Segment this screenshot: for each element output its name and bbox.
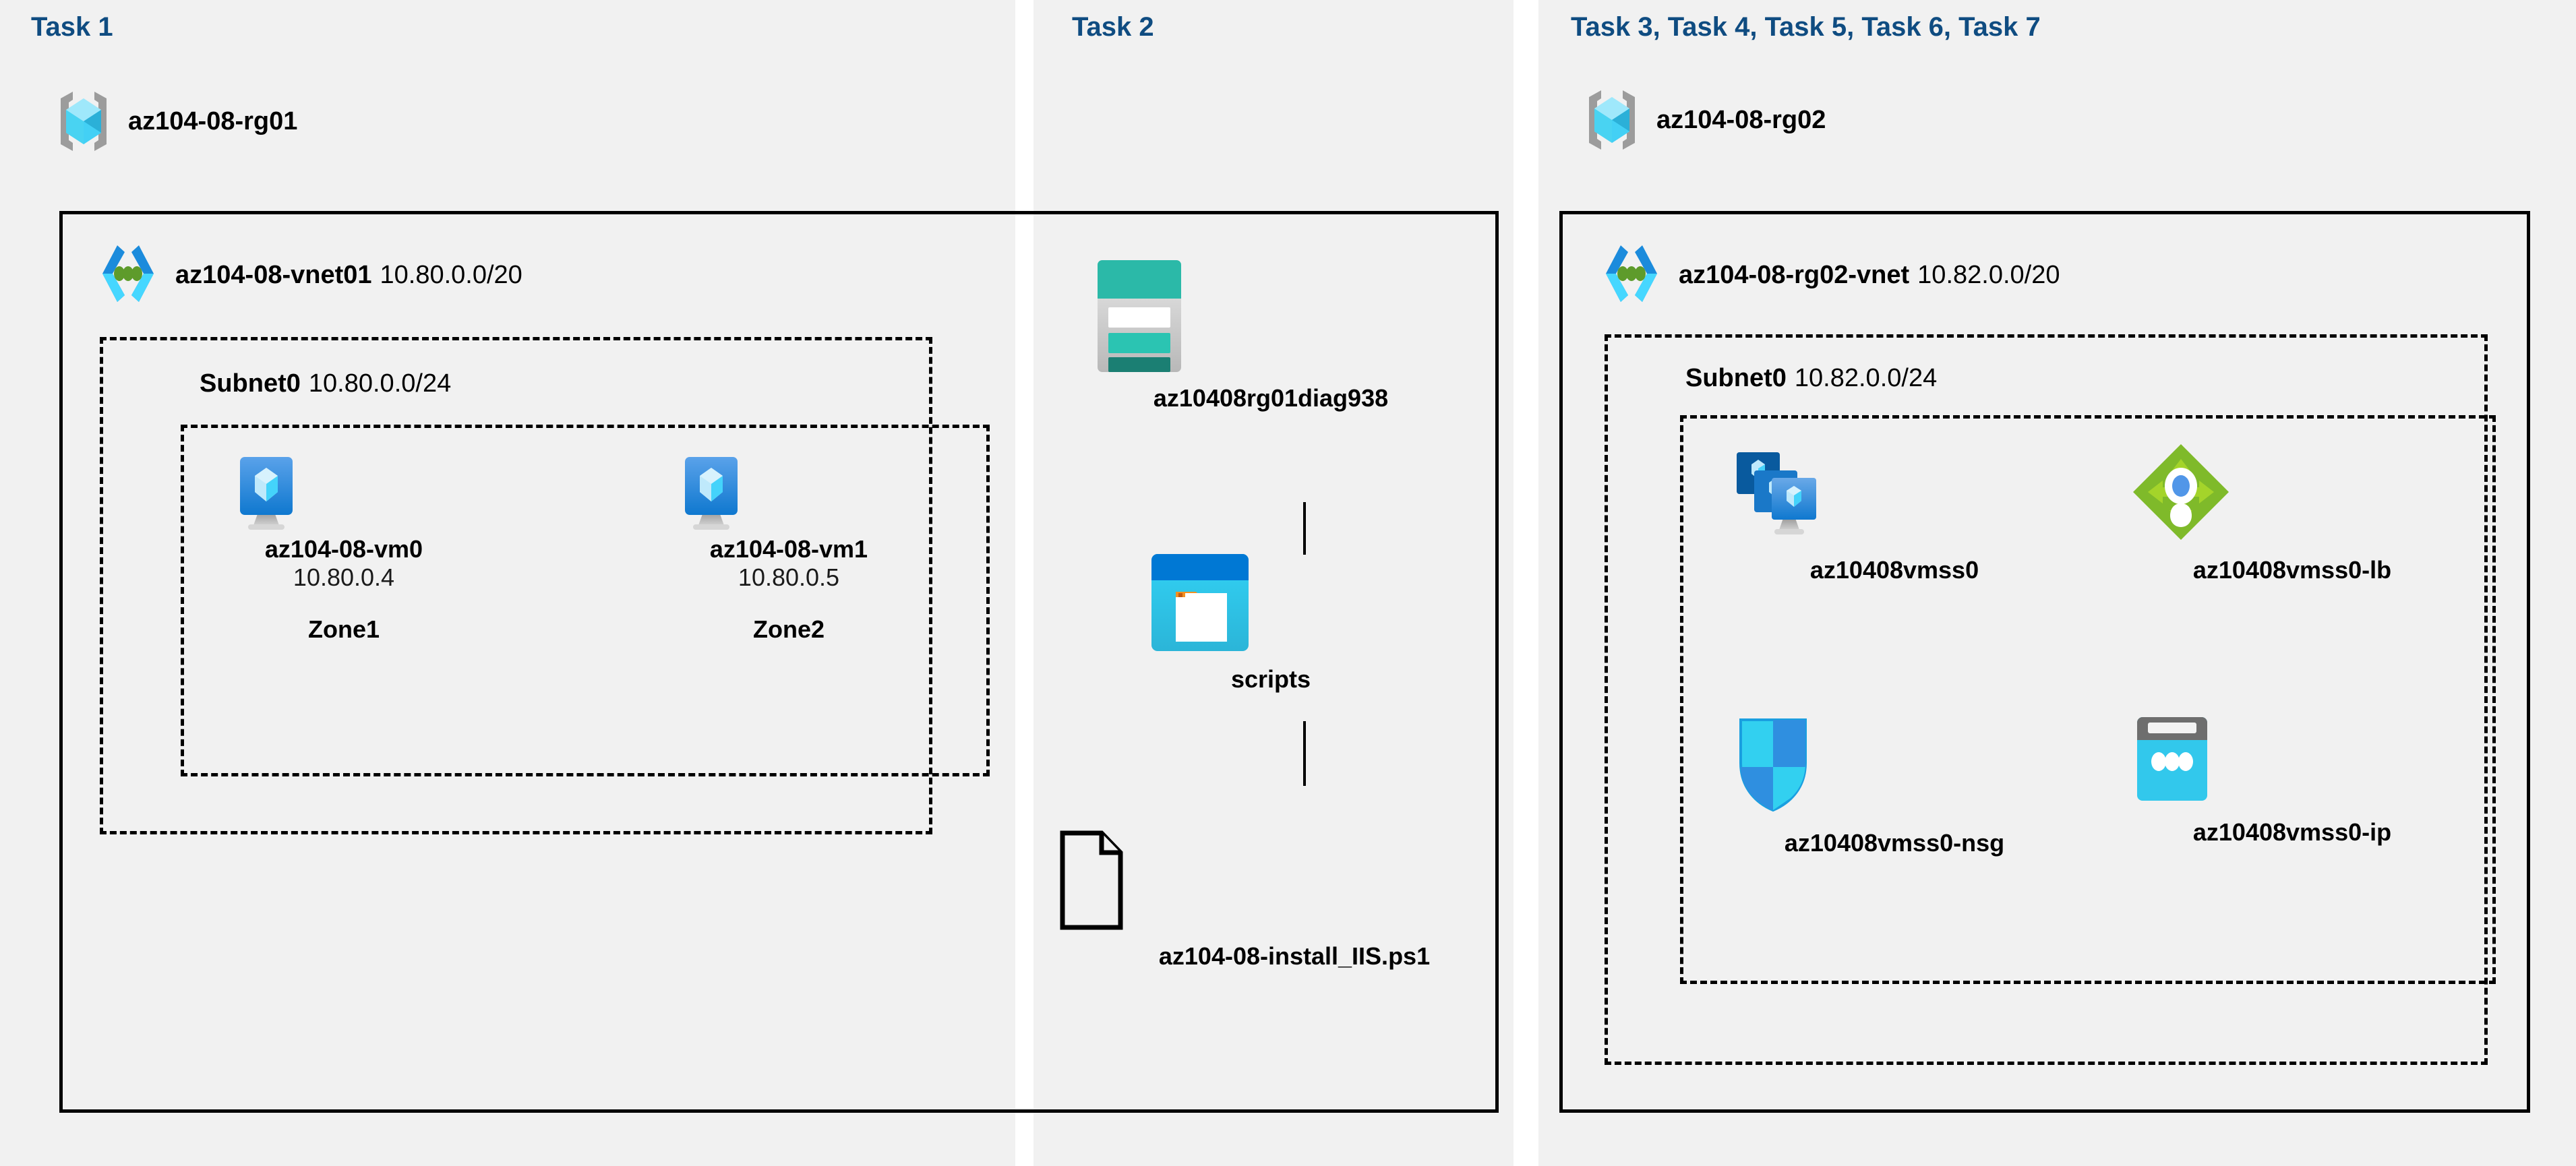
vm-node-az104-08-vm1: az104-08-vm1 10.80.0.5 Zone2 xyxy=(674,453,903,644)
vm-az104-08-vm0-ip: 10.80.0.4 xyxy=(293,563,395,592)
task-2-label: Task 2 xyxy=(1072,12,1154,42)
script-file-node: az104-08-install_IIS.ps1 xyxy=(1058,830,1530,971)
public-ip-node: az10408vmss0-ip xyxy=(2130,714,2454,847)
subnet-task3-subnet0-cidr: 10.82.0.0/24 xyxy=(1794,364,1938,392)
resource-group-rg02: az104-08-rg02 xyxy=(1581,86,1826,154)
virtual-machine-icon xyxy=(674,453,903,535)
vm-az104-08-vm1-label: az104-08-vm1 xyxy=(709,535,868,563)
subnet-task1-subnet0-name: Subnet0 xyxy=(200,369,301,398)
vm-az104-08-vm1-zone: Zone2 xyxy=(752,615,825,643)
script-file-label: az104-08-install_IIS.ps1 xyxy=(1158,942,1431,970)
resource-group-rg02-label: az104-08-rg02 xyxy=(1656,105,1826,134)
network-security-group-icon xyxy=(1733,714,2056,814)
availability-zone-group-box xyxy=(181,425,990,776)
nsg-node: az10408vmss0-nsg xyxy=(1733,714,2056,857)
task-1-label: Task 1 xyxy=(31,12,113,42)
public-ip-address-icon xyxy=(2130,714,2454,803)
vnet-az104-08-vnet01: az104-08-vnet01 10.80.0.0/20 xyxy=(94,243,522,307)
blob-container-node: scripts xyxy=(1146,551,1396,694)
vnet-az104-08-vnet01-cidr: 10.80.0.0/20 xyxy=(380,260,522,289)
panel-task-2 xyxy=(1034,0,1514,1166)
vnet-az104-08-vnet01-name: az104-08-vnet01 xyxy=(175,260,372,289)
vm-az104-08-vm0-zone: Zone1 xyxy=(307,615,380,643)
task-3-label: Task 3, Task 4, Task 5, Task 6, Task 7 xyxy=(1571,12,2041,42)
connector-container-to-file xyxy=(1303,721,1306,786)
blob-container-icon xyxy=(1146,551,1396,656)
vmss-node: az10408vmss0 xyxy=(1733,448,2056,584)
storage-account-icon xyxy=(1079,256,1463,376)
subnet-box-task3-subnet0 xyxy=(1605,334,2488,1065)
vmss-label: az10408vmss0 xyxy=(1809,556,1979,584)
subnet-box-task1-subnet0 xyxy=(100,337,932,834)
load-balancer-icon xyxy=(2130,441,2454,543)
resource-group-rg01: az104-08-rg01 xyxy=(53,88,297,155)
subnet-task3-subnet0-name: Subnet0 xyxy=(1685,364,1787,392)
virtual-machine-icon xyxy=(229,453,458,535)
subnet-task1-subnet0-cidr: 10.80.0.0/24 xyxy=(308,369,452,398)
resource-group-icon xyxy=(53,88,115,155)
blob-container-label: scripts xyxy=(1230,665,1311,693)
vm-node-az104-08-vm0: az104-08-vm0 10.80.0.4 Zone1 xyxy=(229,453,458,644)
file-icon xyxy=(1058,830,1530,930)
vnet-box-az104-08-vnet01 xyxy=(59,211,1499,1113)
panel-task-1 xyxy=(0,0,1015,1166)
storage-account-label: az10408rg01diag938 xyxy=(1153,384,1389,412)
panel-task-3 xyxy=(1538,0,2576,1166)
vm-az104-08-vm0-label: az104-08-vm0 xyxy=(264,535,423,563)
load-balancer-label: az10408vmss0-lb xyxy=(2192,556,2392,584)
vmss-resources-group-box xyxy=(1680,415,2496,984)
vm-az104-08-vm1-ip: 10.80.0.5 xyxy=(738,563,840,592)
connector-storage-to-container xyxy=(1303,502,1306,555)
vnet-box-az104-08-rg02-vnet xyxy=(1559,211,2530,1113)
resource-group-rg01-label: az104-08-rg01 xyxy=(128,106,298,135)
vnet-az104-08-rg02-vnet-name: az104-08-rg02-vnet xyxy=(1679,260,1910,289)
vm-scale-set-icon xyxy=(1733,448,2056,544)
vnet-az104-08-rg02-vnet-cidr: 10.82.0.0/20 xyxy=(1917,260,2060,289)
virtual-network-icon xyxy=(1598,243,1665,307)
virtual-network-icon xyxy=(94,243,162,307)
nsg-label: az10408vmss0-nsg xyxy=(1784,829,2005,857)
public-ip-label: az10408vmss0-ip xyxy=(2192,818,2392,846)
load-balancer-node: az10408vmss0-lb xyxy=(2130,441,2454,584)
storage-account-node: az10408rg01diag938 xyxy=(1079,256,1463,412)
resource-group-icon xyxy=(1581,86,1643,154)
